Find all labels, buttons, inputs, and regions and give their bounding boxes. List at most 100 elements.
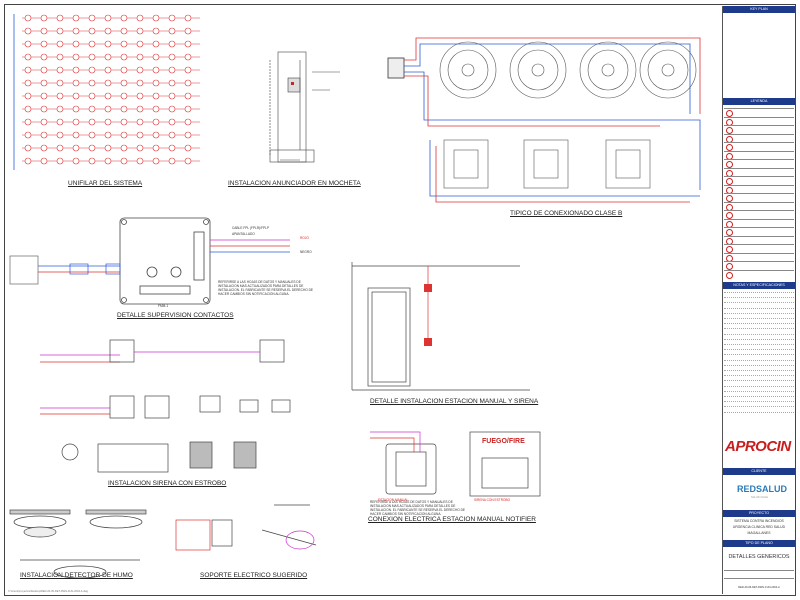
- apantallado-label: APANTALLADO: [232, 232, 255, 236]
- note-row: [724, 297, 794, 299]
- drawing-sheet: [4, 4, 796, 596]
- module-plate: [615, 149, 641, 179]
- note-row: [724, 385, 794, 387]
- title-anunciador: INSTALACION ANUNCIADOR EN MOCHETA: [228, 180, 361, 187]
- detector-bases: [439, 41, 697, 99]
- legend-row: [724, 176, 794, 185]
- tipo-plano-header: TIPO DE PLANO: [723, 540, 795, 547]
- module-plate: [453, 149, 479, 179]
- cable-label: CABLE FPL (FPLR)/FPLP: [232, 226, 270, 230]
- note-row: [724, 307, 794, 309]
- cliente-header: CLIENTE: [723, 468, 795, 475]
- legend-row: [724, 108, 794, 117]
- note-row: [724, 390, 794, 392]
- legend-row: [724, 252, 794, 262]
- device-symbol: [88, 144, 96, 152]
- device-symbol: [24, 157, 32, 165]
- device-symbol: [40, 131, 48, 139]
- module-box: [523, 139, 569, 189]
- detector-ring: [587, 49, 629, 91]
- note2-line-3: INSTALACION. EL FABRICANTE SE RESERVA EL…: [370, 508, 466, 512]
- device-symbol: [152, 66, 160, 74]
- device-symbol: [168, 157, 176, 165]
- note-row: [724, 312, 794, 314]
- device-symbol: [120, 79, 128, 87]
- detector-center: [531, 63, 545, 77]
- device-symbol: [120, 144, 128, 152]
- title-soporte: SOPORTE ELECTRICO SUGERIDO: [200, 572, 308, 579]
- device-symbol: [56, 131, 64, 139]
- device-symbol: [72, 105, 80, 113]
- title-sirena: INSTALACION SIRENA CON ESTROBO: [108, 480, 227, 487]
- device-symbol: [104, 53, 112, 61]
- device-symbol: [24, 92, 32, 100]
- sirena-detail: [40, 339, 291, 473]
- device-symbol: [136, 66, 144, 74]
- legend-row: [724, 184, 794, 194]
- device-symbol: [104, 79, 112, 87]
- device-symbol: [168, 27, 176, 35]
- device-symbol: [24, 105, 32, 113]
- device-symbol: [56, 105, 64, 113]
- note-row: [724, 411, 794, 413]
- detector-base: [439, 41, 497, 99]
- legend-row: [724, 150, 794, 160]
- note-row: [724, 323, 794, 325]
- device-symbol: [88, 118, 96, 126]
- device-symbol: [24, 53, 32, 61]
- device-symbol: [152, 79, 160, 87]
- device-symbol: [56, 118, 64, 126]
- device-symbol: [72, 27, 80, 35]
- device-symbol: [56, 157, 64, 165]
- rojo-label: ROJO: [300, 236, 309, 240]
- estacion-detail: [351, 262, 530, 391]
- device-symbol: [88, 92, 96, 100]
- fmm-label: FMM-1: [158, 304, 169, 308]
- device-symbol: [72, 66, 80, 74]
- device-symbol: [40, 157, 48, 165]
- device-symbol: [120, 14, 128, 22]
- device-symbol: [24, 66, 32, 74]
- device-symbol: [136, 27, 144, 35]
- note-row: [724, 364, 794, 366]
- legend-row: [724, 269, 794, 279]
- note-row: [724, 318, 794, 319]
- detector-center: [661, 63, 675, 77]
- device-symbol: [56, 14, 64, 22]
- device-symbol: [168, 66, 176, 74]
- legend-row: [724, 125, 794, 134]
- device-symbol: [24, 40, 32, 48]
- note-row: [724, 344, 794, 345]
- device-symbol: [184, 118, 192, 126]
- title-tipico: TIPICO DE CONEXIONADO CLASE B: [510, 210, 623, 217]
- device-symbol: [152, 105, 160, 113]
- device-symbol: [184, 14, 192, 22]
- device-symbol: [72, 131, 80, 139]
- note-row: [724, 359, 794, 361]
- device-symbol: [88, 27, 96, 35]
- device-symbol: [72, 53, 80, 61]
- detector-ring: [647, 49, 689, 91]
- title-estacion: Detalle Instalacion Estacion Manual Y Si…: [370, 398, 539, 405]
- leyenda-header: LEYENDA: [723, 98, 795, 105]
- device-symbol: [120, 131, 128, 139]
- device-symbol: [56, 40, 64, 48]
- device-symbol: [168, 53, 176, 61]
- title-unifilar: UNIFILAR DEL SISTEMA: [68, 180, 143, 187]
- legend-row: [724, 193, 794, 202]
- device-symbol: [56, 66, 64, 74]
- sirena-estrobo-label: SIRENA CON ESTROBO: [474, 498, 511, 502]
- device-symbol: [184, 40, 192, 48]
- device-symbol: [184, 131, 192, 139]
- note-row: [724, 401, 794, 403]
- proyecto-line-2: URGENCIA CLINICA RED SALUD: [732, 525, 786, 529]
- redsalud-logo: REDSALUD: [737, 484, 788, 494]
- note-row: [724, 338, 794, 340]
- note-line-4: HACER CAMBIOS SIN NOTIFICACION ALGUNA.: [218, 292, 290, 296]
- key-plan-header: KEY PLAN: [723, 6, 795, 13]
- device-symbol: [120, 40, 128, 48]
- notifier-detail: [370, 431, 541, 497]
- device-symbol: [184, 79, 192, 87]
- legend-row: [724, 167, 794, 177]
- device-symbol: [40, 92, 48, 100]
